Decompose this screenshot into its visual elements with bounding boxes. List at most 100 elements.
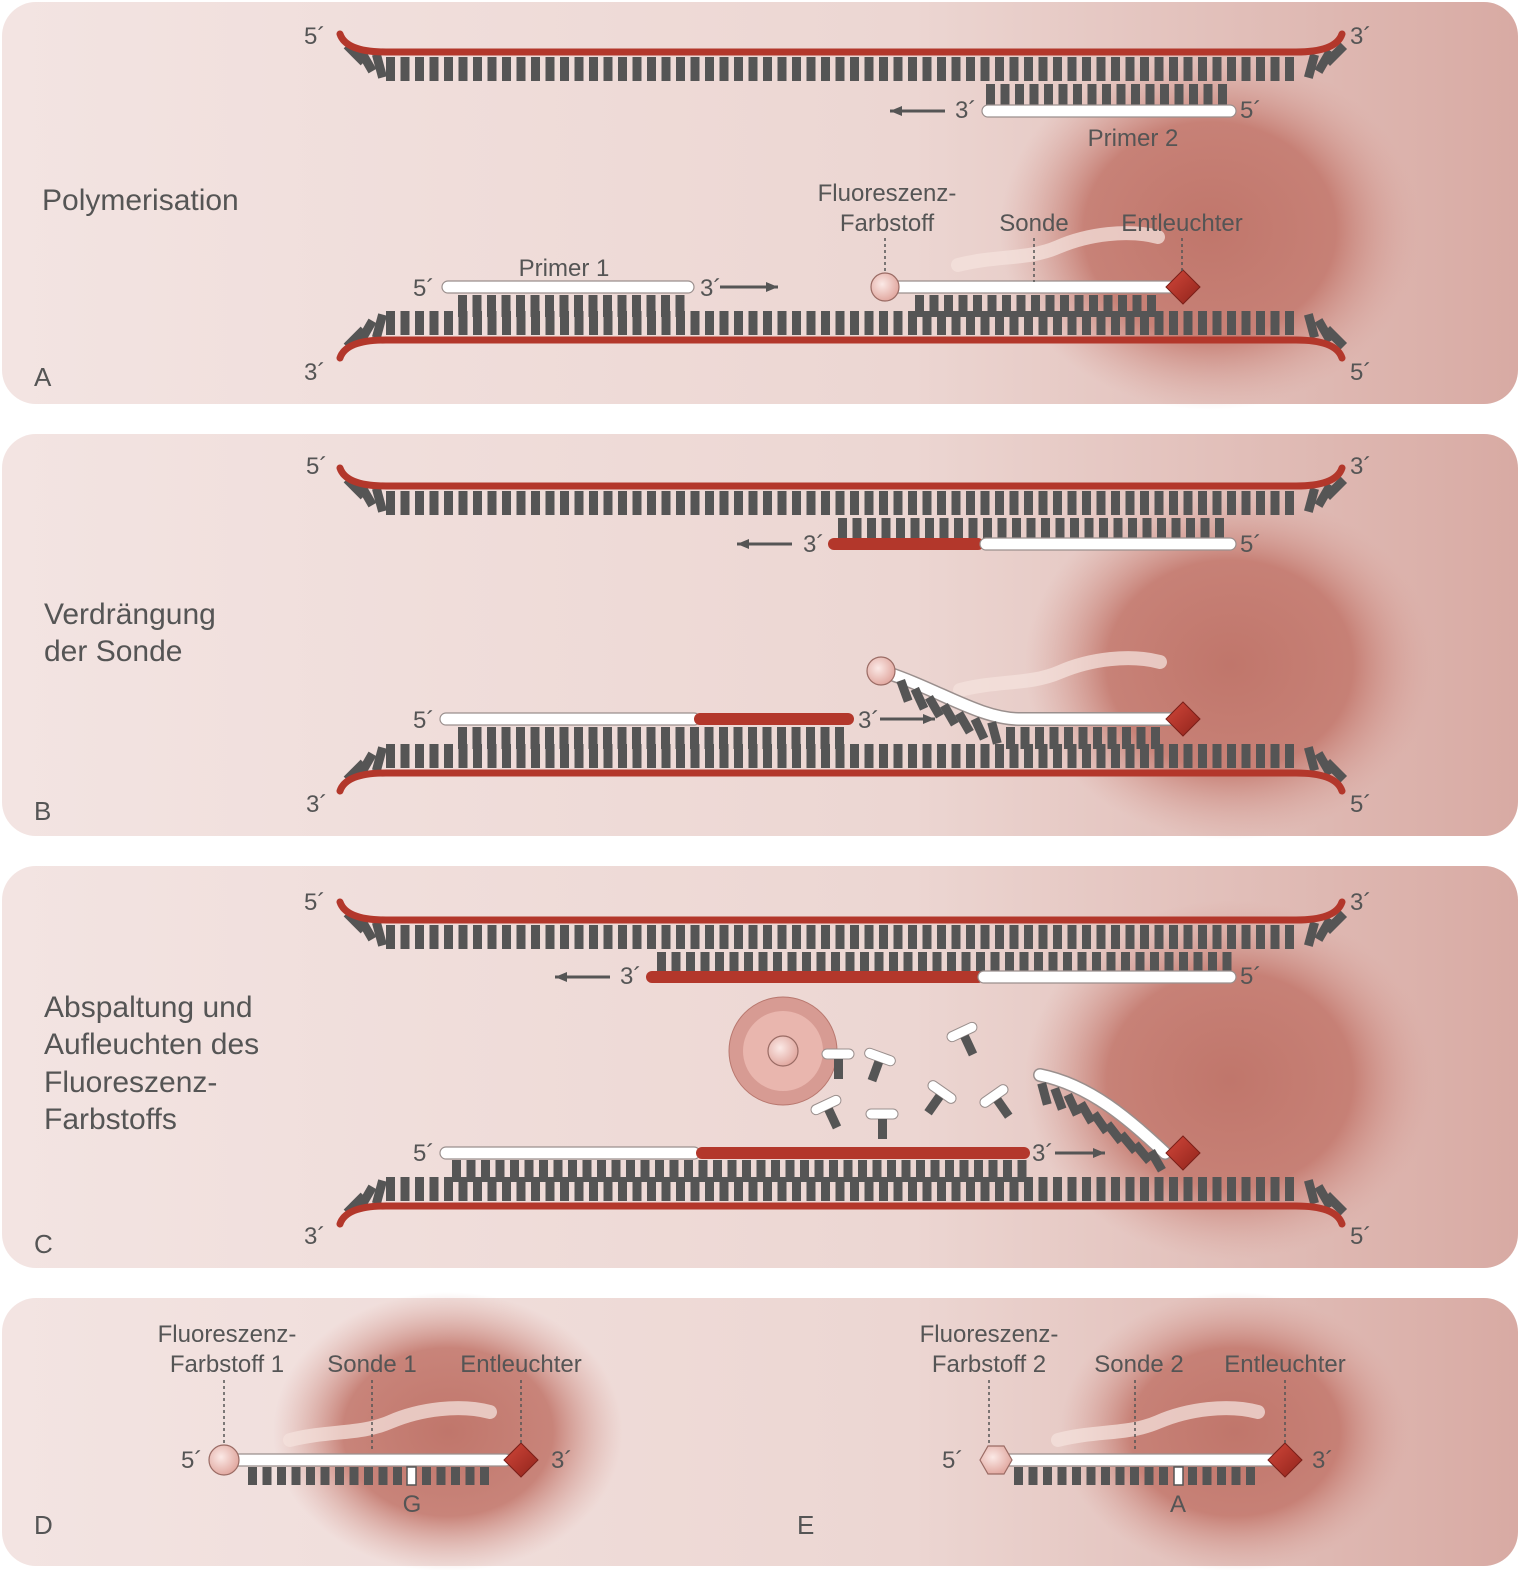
- a-primer1-bases-base: [487, 295, 496, 317]
- panel-c-title-2: Aufleuchten des: [44, 1028, 259, 1061]
- c-primer1-bases-base: [959, 1160, 969, 1182]
- c-bot-template-base: [589, 1177, 598, 1201]
- c-top-template-base: [1038, 925, 1048, 949]
- e-probe-bases-base: [1202, 1467, 1212, 1485]
- c-top-template-base: [618, 925, 627, 949]
- a-top-template-base: [473, 57, 482, 81]
- a-bot-template-base: [1082, 311, 1091, 335]
- a-bot-template-base: [618, 311, 627, 335]
- a-bot-template-base: [574, 311, 584, 335]
- c-primer1-bases-base: [771, 1160, 780, 1182]
- b-probe-base: [925, 694, 944, 719]
- c-primer2-bases-base: [744, 952, 753, 974]
- c-bot-template-base: [1212, 1177, 1222, 1201]
- b-bot-template-base: [1183, 744, 1193, 768]
- b-primer2-bases-base: [954, 518, 963, 540]
- a-bot-template-base: [647, 311, 656, 335]
- a-bot-template-base: [690, 311, 700, 335]
- c-top-template-base: [1285, 925, 1294, 949]
- a-bot-template-base: [864, 311, 874, 335]
- a-primer2-label: Primer 2: [1088, 125, 1179, 152]
- c-top-template-base: [1067, 925, 1077, 949]
- c-bot-template-base: [1140, 1177, 1149, 1201]
- d-mismatch-base: [406, 1466, 417, 1486]
- c-primer1-bases-base: [640, 1160, 650, 1182]
- b-primer2-bases-base: [1171, 518, 1181, 540]
- e-probe-bases-base: [1246, 1467, 1255, 1485]
- b-top-template-base: [516, 491, 526, 515]
- c-primer2-bases-base: [787, 952, 797, 974]
- b-bot-template-base: [893, 744, 903, 768]
- a-bot-template-base: [966, 311, 975, 335]
- c-bot-template-base: [850, 1177, 859, 1201]
- c-top-template-base: [429, 925, 439, 949]
- c-top-template-base: [777, 925, 787, 949]
- b-top-template-base: [545, 491, 555, 515]
- a-top-template-base: [850, 57, 859, 81]
- b-probe-base: [940, 702, 959, 727]
- c-nucleotide-base: [924, 1093, 944, 1116]
- a-bot-template-base: [1038, 311, 1048, 335]
- b-primer1-bases-base: [574, 727, 583, 749]
- a-bot-template-base: [951, 311, 961, 335]
- c-probe-base: [1037, 1082, 1052, 1106]
- d-probe-bases-base: [262, 1467, 272, 1485]
- b-top-template-base: [980, 491, 990, 515]
- a-bot-template-base: [980, 311, 990, 335]
- a-primer1-bases-base: [501, 295, 511, 317]
- b-bot-template-base: [661, 744, 671, 768]
- a-top-3end: 3´: [1350, 23, 1371, 50]
- b-probe-bases-base: [1049, 727, 1059, 749]
- c-probe-base: [1147, 1148, 1166, 1173]
- c-primer2-bases-base: [918, 952, 927, 974]
- a-fluor-label-1: Fluoreszenz-: [818, 180, 957, 207]
- b-top-template-base: [821, 491, 830, 515]
- b-bot-template-base: [603, 744, 613, 768]
- c-bot-template-base: [719, 1177, 729, 1201]
- a-bot-template-base: [1241, 311, 1251, 335]
- c-top-template-base: [850, 925, 859, 949]
- a-primer1-bases: [458, 295, 685, 317]
- c-top-template-base: [995, 925, 1004, 949]
- a-top-template-base: [690, 57, 700, 81]
- a-top-template-base: [821, 57, 830, 81]
- b-bot-template-base: [386, 744, 395, 768]
- a-bot-template-base: [415, 311, 424, 335]
- c-primer2-bases-base: [700, 952, 710, 974]
- c-top-template-base: [980, 925, 990, 949]
- a-bot-template-base: [1125, 311, 1135, 335]
- c-bot-template-base: [1125, 1177, 1135, 1201]
- e-base-label: A: [1170, 1491, 1186, 1518]
- b-probe-bases-base: [1093, 727, 1102, 749]
- c-primer2-bases-base: [874, 952, 884, 974]
- b-bot-template-base: [719, 744, 729, 768]
- a-bot-5end: 5´: [1350, 359, 1371, 386]
- b-primer2-bases-base: [1113, 518, 1123, 540]
- b-probe-bases-base: [1136, 727, 1146, 749]
- c-primer1-bases-base: [829, 1160, 838, 1182]
- c-bot-template-base: [1154, 1177, 1164, 1201]
- c-primer2-bases-base: [1193, 952, 1203, 974]
- c-top-template-base: [951, 925, 961, 949]
- d-probe-strand: [224, 1453, 513, 1467]
- a-bot-template-base: [995, 311, 1004, 335]
- b-top-template-base: [1111, 491, 1120, 515]
- c-primer2-bases-base: [729, 952, 739, 974]
- b-primer1-5end: 5´: [413, 707, 434, 734]
- b-primer2-bases-base: [1041, 518, 1050, 540]
- b-bot-5end: 5´: [1350, 791, 1371, 818]
- b-primer1-bases-base: [559, 727, 569, 749]
- a-top-template-base: [647, 57, 656, 81]
- c-nucleotide: [864, 1047, 896, 1083]
- b-bot-template-base: [400, 744, 410, 768]
- e-probe-bases-base: [1014, 1467, 1023, 1485]
- b-bot-template-base: [1082, 744, 1091, 768]
- a-top-template-base: [1009, 57, 1019, 81]
- a-bot-template-base: [1053, 311, 1062, 335]
- b-bot-template-base: [821, 744, 830, 768]
- c-nucleotide-base: [993, 1097, 1013, 1119]
- c-primer1-arrow-head: [1093, 1148, 1105, 1158]
- a-primer2-bases-base: [1218, 84, 1227, 106]
- c-bot-template-base: [908, 1177, 917, 1201]
- b-top-template-base: [1270, 491, 1280, 515]
